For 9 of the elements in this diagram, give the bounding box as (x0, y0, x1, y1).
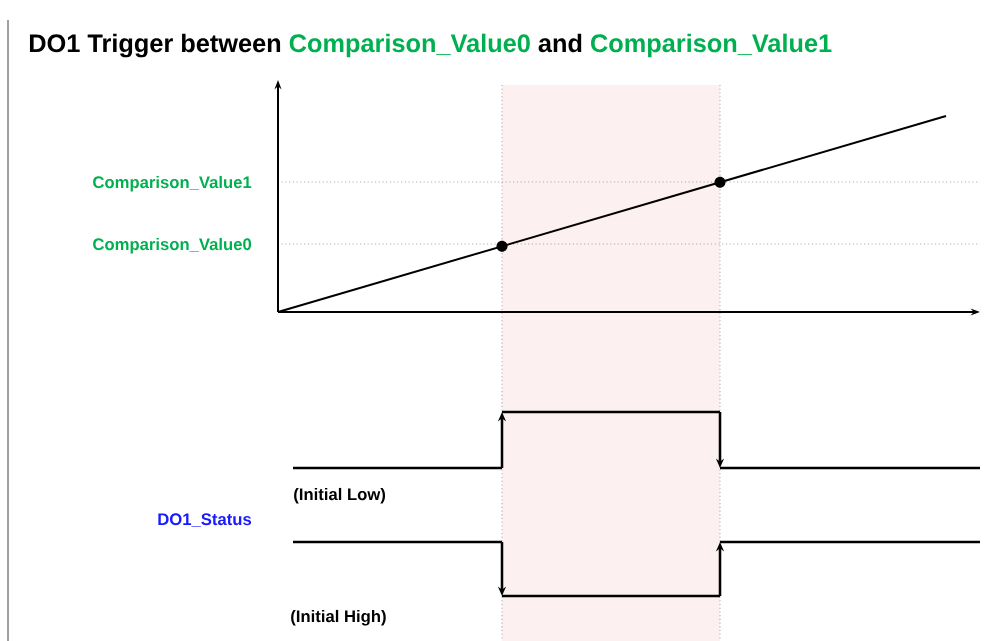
axis-label: Comparison_Value1 (93, 175, 252, 192)
signal-name: DO1_Status (158, 513, 252, 527)
axis-label: Comparison_Value0 (93, 237, 252, 254)
signal-label: (Initial Low) (294, 487, 386, 504)
title-text: Comparison_Value0 (289, 33, 530, 58)
signal-label: (Initial High) (291, 609, 386, 626)
title-text: and (538, 33, 582, 53)
title-text: Comparison_Value1 (591, 33, 832, 58)
title-text: DO1 Trigger between (29, 33, 281, 58)
